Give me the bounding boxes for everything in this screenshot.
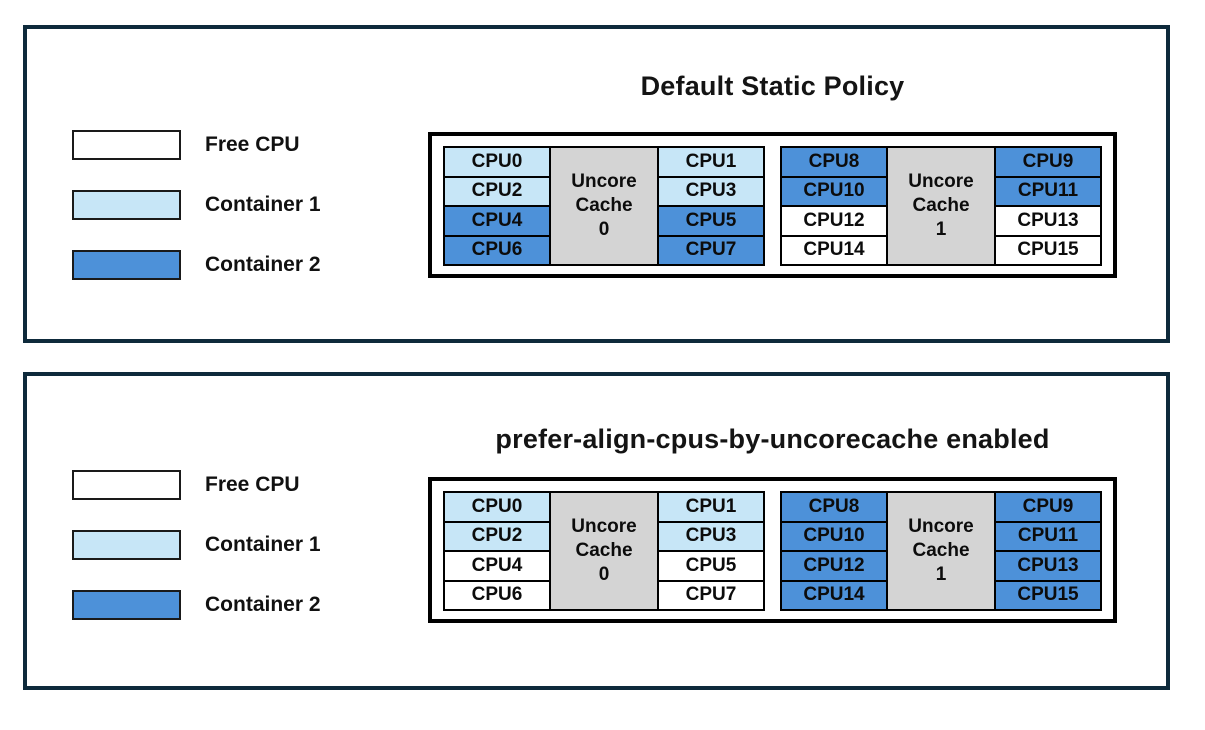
legend-swatch-container1 <box>72 530 181 560</box>
legend-swatch-free-cpu <box>72 130 181 160</box>
cpu-cell-cpu13: CPU13 <box>994 550 1102 582</box>
legend-swatch-free-cpu <box>72 470 181 500</box>
cpu-cell-cpu9: CPU9 <box>994 146 1102 178</box>
cpu-cell-cpu1: CPU1 <box>657 146 765 178</box>
cpu-cell-cpu10: CPU10 <box>780 520 888 552</box>
cpu-cell-cpu3: CPU3 <box>657 175 765 207</box>
legend-label: Container 2 <box>205 593 321 616</box>
cpu-cell-cpu12: CPU12 <box>780 550 888 582</box>
uncore-cache-label-line: Cache <box>575 195 633 217</box>
cpu-cell-cpu2: CPU2 <box>443 175 551 207</box>
legend-swatch-container2 <box>72 590 181 620</box>
uncore-cache-label-line: 0 <box>598 218 610 240</box>
legend-swatch-container1 <box>72 190 181 220</box>
cpu-cell-cpu10: CPU10 <box>780 175 888 207</box>
cpu-cell-cpu2: CPU2 <box>443 520 551 552</box>
cpu-cell-cpu14: CPU14 <box>780 234 888 266</box>
legend-item: Container 1 <box>72 190 321 220</box>
legend-item: Free CPU <box>72 470 321 500</box>
legend: Free CPU Container 1 Container 2 <box>72 470 321 620</box>
cpu-cell-cpu8: CPU8 <box>780 146 888 178</box>
uncore-cache-label-line: Cache <box>575 540 633 562</box>
uncore-cache-label-line: 0 <box>598 563 610 585</box>
cpu-cell-cpu6: CPU6 <box>443 234 551 266</box>
legend-swatch-container2 <box>72 250 181 280</box>
uncore-cache-label-line: Uncore <box>571 171 637 193</box>
legend-item: Container 2 <box>72 250 321 280</box>
uncore-cache-label-line: 1 <box>935 563 947 585</box>
cpu-cell-cpu0: CPU0 <box>443 491 551 523</box>
legend-item: Container 1 <box>72 530 321 560</box>
cpu-cell-cpu11: CPU11 <box>994 175 1102 207</box>
cpu-cell-cpu4: CPU4 <box>443 550 551 582</box>
legend-item: Free CPU <box>72 130 321 160</box>
legend-label: Container 2 <box>205 253 321 276</box>
panel-title: prefer-align-cpus-by-uncorecache enabled <box>495 424 1050 454</box>
legend-label: Free CPU <box>205 133 300 156</box>
panel-title: Default Static Policy <box>640 71 905 101</box>
uncore-cache-label-line: 1 <box>935 218 947 240</box>
cpu-cell-cpu7: CPU7 <box>657 579 765 611</box>
legend-item: Container 2 <box>72 590 321 620</box>
panel-default-static-policy: Default Static Policy Free CPU Container … <box>23 25 1170 343</box>
cpu-cell-cpu4: CPU4 <box>443 205 551 237</box>
legend-label: Container 1 <box>205 193 321 216</box>
uncore-cache-label-line: Uncore <box>908 171 974 193</box>
cpu-cell-cpu11: CPU11 <box>994 520 1102 552</box>
cpu-cell-cpu15: CPU15 <box>994 234 1102 266</box>
cpu-cell-cpu5: CPU5 <box>657 550 765 582</box>
uncore-cache-label-line: Uncore <box>908 516 974 538</box>
cpu-cell-cpu14: CPU14 <box>780 579 888 611</box>
cpu-cell-cpu6: CPU6 <box>443 579 551 611</box>
legend-label: Container 1 <box>205 533 321 556</box>
uncore-cache-label-line: Uncore <box>571 516 637 538</box>
cpu-cell-cpu13: CPU13 <box>994 205 1102 237</box>
legend: Free CPU Container 1 Container 2 <box>72 130 321 280</box>
cpu-cell-cpu0: CPU0 <box>443 146 551 178</box>
cpu-cell-cpu12: CPU12 <box>780 205 888 237</box>
uncore-cache-label-line: Cache <box>912 195 970 217</box>
cpu-cell-cpu5: CPU5 <box>657 205 765 237</box>
panel-prefer-align-cpus-by-uncorecache: prefer-align-cpus-by-uncorecache enabled… <box>23 372 1170 690</box>
cpu-cell-cpu3: CPU3 <box>657 520 765 552</box>
cpu-cell-cpu7: CPU7 <box>657 234 765 266</box>
uncore-cache-label-line: Cache <box>912 540 970 562</box>
cpu-cell-cpu1: CPU1 <box>657 491 765 523</box>
cpu-cell-cpu9: CPU9 <box>994 491 1102 523</box>
cpu-cell-cpu8: CPU8 <box>780 491 888 523</box>
legend-label: Free CPU <box>205 473 300 496</box>
cpu-cell-cpu15: CPU15 <box>994 579 1102 611</box>
